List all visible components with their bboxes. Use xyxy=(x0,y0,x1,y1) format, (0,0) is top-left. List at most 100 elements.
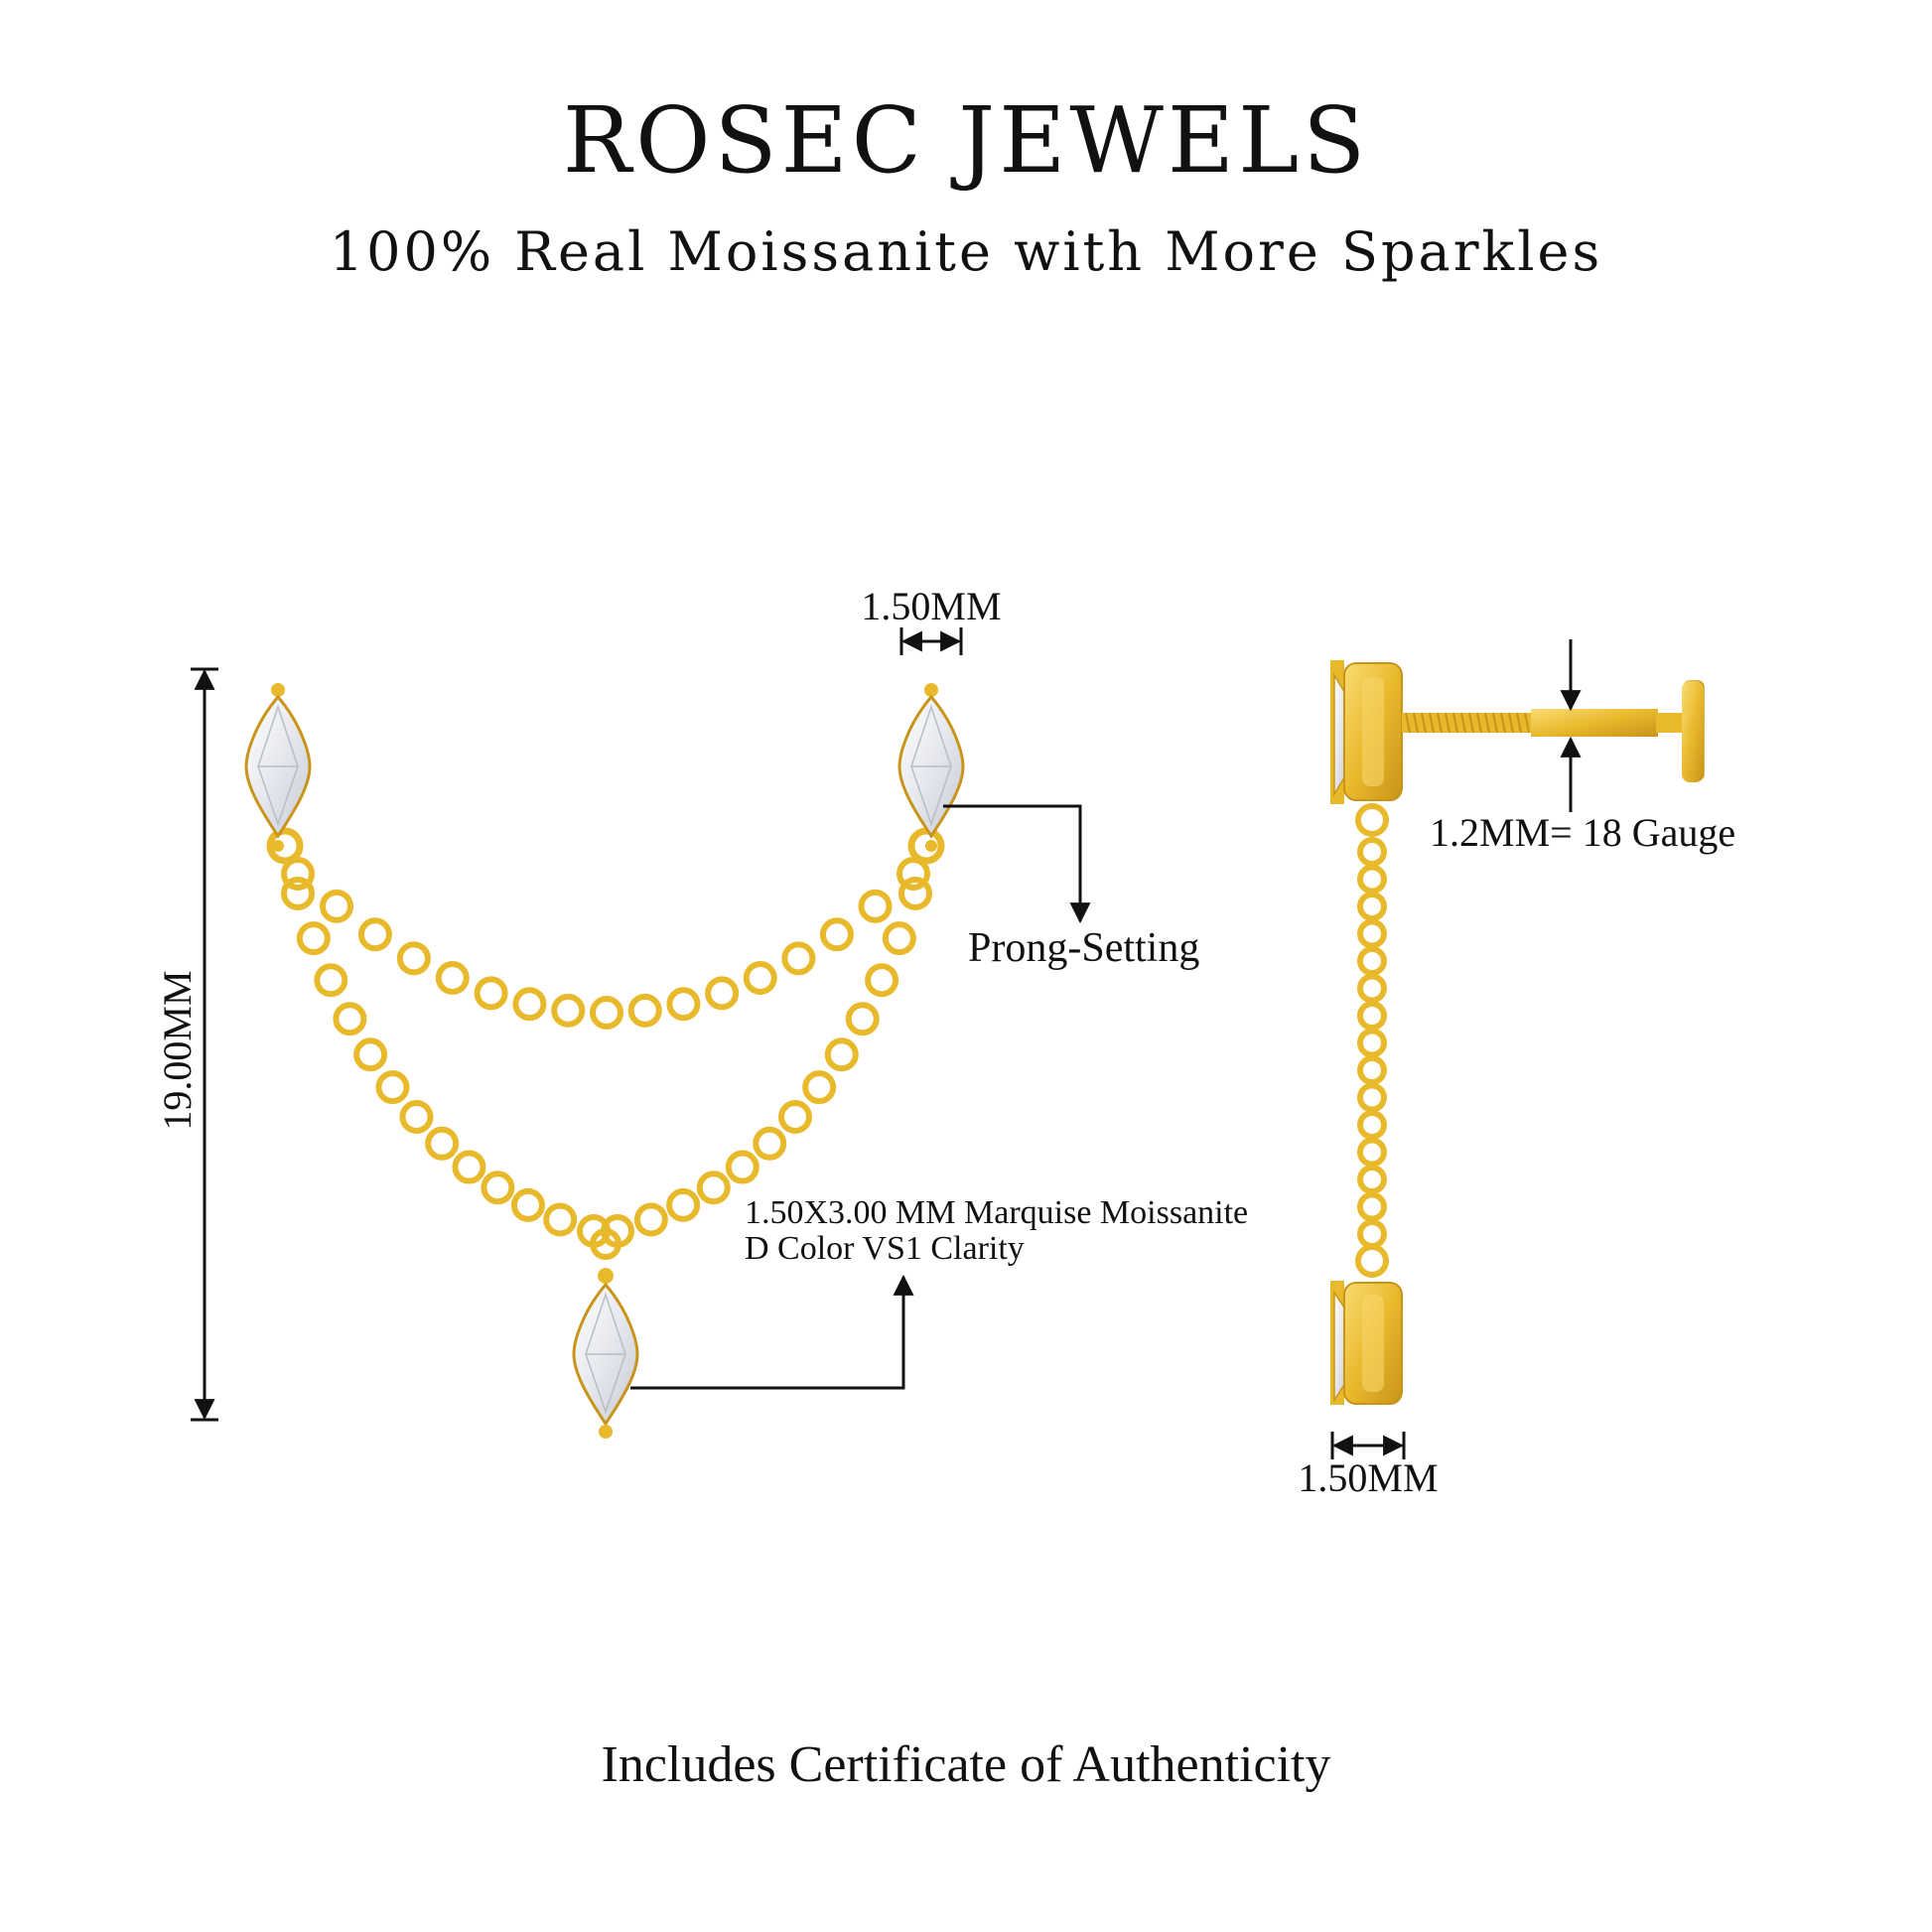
chain-link xyxy=(696,1171,731,1205)
prong-setting-callout: Prong-Setting xyxy=(943,804,1199,971)
lower-chain xyxy=(281,877,932,1248)
chain-link xyxy=(845,1002,880,1036)
chain-link xyxy=(633,1202,668,1237)
chain-link xyxy=(1357,918,1387,949)
upper-chain xyxy=(281,857,930,1030)
thread-line xyxy=(1460,712,1466,734)
chain-link xyxy=(375,1070,410,1105)
chain-link xyxy=(281,877,315,910)
thread-line xyxy=(1484,712,1490,734)
chain-link xyxy=(897,857,930,891)
thread-line xyxy=(1405,712,1411,734)
chain-link xyxy=(865,963,899,998)
stone-spec-callout: 1.50X3.00 MM Marquise Moissanite D Color… xyxy=(630,1194,1248,1390)
chain-link xyxy=(705,976,740,1011)
chain-link xyxy=(435,961,470,995)
chain-link xyxy=(452,1150,486,1184)
chain-link xyxy=(753,1126,787,1161)
chain-link xyxy=(666,987,701,1022)
chain-link xyxy=(353,1037,388,1072)
chain-link xyxy=(319,889,353,923)
chain-link xyxy=(725,1150,759,1184)
back-disc xyxy=(1682,681,1704,782)
side-top-ring xyxy=(1355,803,1389,837)
chain-link xyxy=(1357,837,1387,867)
chain-link xyxy=(510,1187,545,1222)
chain-link xyxy=(1357,1137,1387,1168)
chain-link xyxy=(819,917,854,952)
thread-line xyxy=(1492,712,1498,734)
chain-link xyxy=(481,1171,515,1205)
threaded-post xyxy=(1402,680,1705,781)
chain-link xyxy=(1357,1028,1387,1058)
chain-link xyxy=(474,976,508,1011)
chain-link xyxy=(882,921,916,956)
side-bottom-stone xyxy=(1330,1281,1403,1405)
chain-link xyxy=(281,857,315,891)
side-chain xyxy=(1357,837,1387,1249)
thread-line xyxy=(1468,712,1474,734)
chain-link xyxy=(314,963,348,998)
top-stud-head xyxy=(1330,660,1403,804)
chain-link xyxy=(1357,1110,1387,1140)
right-marquise-stone xyxy=(897,683,965,852)
prong-setting-label: Prong-Setting xyxy=(968,925,1199,971)
side-width-dimension: 1.50MM xyxy=(1298,1432,1439,1500)
chain-link xyxy=(802,1070,837,1105)
stone-width-dimension: 1.50MM xyxy=(861,584,1002,655)
chain-link xyxy=(858,889,893,923)
front-view: 1.50MM 19.00MM Prong-Setting 1.50X3.00 M… xyxy=(155,584,1248,1439)
side-bottom-ring xyxy=(1355,1244,1389,1278)
chain-link xyxy=(1357,864,1387,895)
chain-link xyxy=(1357,946,1387,976)
thread-line xyxy=(1452,712,1458,734)
chain-link xyxy=(778,1100,812,1134)
chain-link xyxy=(824,1037,859,1072)
chain-link xyxy=(512,987,547,1022)
thread-line xyxy=(1476,712,1482,734)
tagline: 100% Real Moissanite with More Sparkles xyxy=(329,220,1603,283)
chain-link xyxy=(1357,892,1387,921)
chain-link xyxy=(627,993,662,1028)
chain-link xyxy=(1357,1001,1387,1031)
height-label: 19.00MM xyxy=(155,970,200,1130)
certificate-note: Includes Certificate of Authenticity xyxy=(601,1736,1331,1793)
chain-link xyxy=(1357,1055,1387,1085)
stone-spec-line2: D Color VS1 Clarity xyxy=(745,1230,1025,1267)
left-jump-ring xyxy=(266,827,304,865)
chain-link xyxy=(666,1187,701,1222)
thread-line xyxy=(1437,712,1443,734)
chain-link xyxy=(399,1100,434,1134)
thread-line xyxy=(1413,712,1419,734)
chain-link xyxy=(1357,1165,1387,1194)
chain-link xyxy=(543,1202,578,1237)
gauge-dimension: 1.2MM= 18 Gauge xyxy=(1430,639,1735,855)
chain-link xyxy=(551,993,586,1028)
brand-title: ROSEC JEWELS xyxy=(562,87,1370,194)
chain-link xyxy=(396,941,431,976)
chain-link xyxy=(1357,1219,1387,1249)
stone-width-label: 1.50MM xyxy=(861,584,1001,628)
thread-line xyxy=(1516,712,1522,734)
chain-link xyxy=(333,1002,367,1036)
chain-link xyxy=(590,996,623,1030)
thread-line xyxy=(1508,712,1514,734)
thread-line xyxy=(1500,712,1506,734)
stone-spec-line1: 1.50X3.00 MM Marquise Moissanite xyxy=(745,1194,1248,1231)
thread-line xyxy=(1421,712,1427,734)
chain-link xyxy=(425,1126,460,1161)
chain-link xyxy=(1357,973,1387,1004)
thread-line xyxy=(1445,712,1450,734)
thread-line xyxy=(1429,712,1435,734)
chain-link xyxy=(296,921,331,956)
left-marquise-stone xyxy=(244,683,312,852)
chain-link xyxy=(743,961,777,995)
gauge-label: 1.2MM= 18 Gauge xyxy=(1430,810,1735,855)
chain-link xyxy=(357,917,392,952)
chain-link xyxy=(1357,1191,1387,1222)
chain-link xyxy=(898,877,932,910)
side-width-label: 1.50MM xyxy=(1298,1455,1438,1500)
thread-line xyxy=(1524,712,1530,734)
height-dimension: 19.00MM xyxy=(155,667,218,1422)
